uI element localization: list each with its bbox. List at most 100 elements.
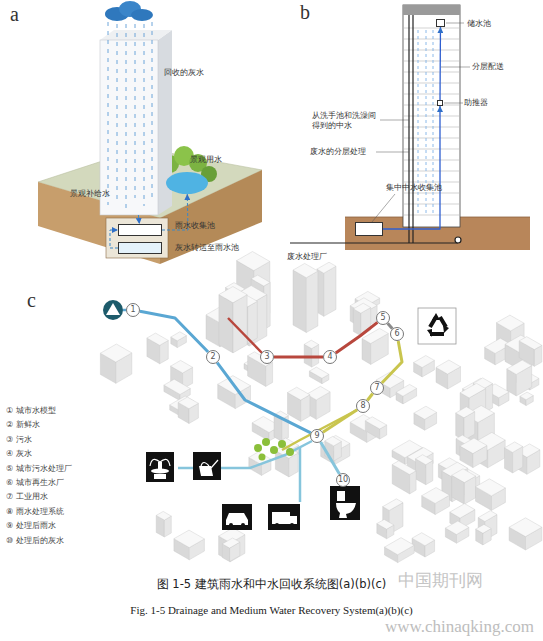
fountain-icon <box>146 452 174 482</box>
block-roof <box>476 479 506 496</box>
legend-entry: ⑩ 处理后的灰水 <box>6 536 64 546</box>
sweeper-truck-icon <box>290 523 294 527</box>
block-side <box>248 301 258 343</box>
block-roof <box>497 315 525 331</box>
node-label: 景观用水 <box>190 155 222 164</box>
reclaimed-water-pipe <box>382 341 402 383</box>
block-roof <box>178 397 198 409</box>
city-block <box>171 332 187 348</box>
block-side <box>324 266 336 316</box>
callout-number: 3 <box>261 351 273 363</box>
city-block <box>156 511 171 537</box>
callout-number: 6 <box>391 328 403 340</box>
city-block <box>520 392 533 406</box>
block-roof <box>505 442 523 453</box>
legend-entry: ⑤ 城市污水处理厂 <box>6 464 72 474</box>
city-block <box>392 461 416 494</box>
toilet-icon <box>336 503 356 518</box>
legend-text: ⑧ 雨水处理系统 <box>6 507 64 516</box>
legend-entry: ⑧ 雨水处理系统 <box>6 507 64 517</box>
riser-pipe <box>439 27 441 100</box>
block-side <box>410 471 417 494</box>
water-model-icon <box>103 300 123 320</box>
ground-slab <box>106 218 168 258</box>
rain-streaks <box>152 22 153 200</box>
block-roof <box>219 287 247 303</box>
green-plants <box>259 454 266 461</box>
city-block <box>509 518 542 550</box>
block-roof <box>445 521 469 535</box>
car-icon <box>226 513 248 525</box>
car-icon <box>241 523 245 527</box>
fresh-water-pipe <box>140 311 208 352</box>
callout-circle: 4 <box>323 350 337 364</box>
block-side <box>219 295 233 353</box>
toilet-icon <box>337 491 345 501</box>
block-roof <box>476 524 492 533</box>
block-roof <box>249 452 271 465</box>
legend-entry: ⑨ 处理后雨水 <box>6 521 56 531</box>
leader-lines <box>372 23 470 222</box>
callout-number: 10 <box>337 474 349 486</box>
block-side <box>353 309 360 336</box>
drain-stacks <box>290 242 458 243</box>
drain-stacks <box>455 237 461 243</box>
block-roof <box>309 367 329 378</box>
sweeper-truck-icon <box>275 523 279 527</box>
tower-building <box>100 40 158 215</box>
city-block <box>100 344 131 383</box>
block-side <box>306 271 318 333</box>
rain-streaks <box>108 22 109 205</box>
fountain-icon <box>154 474 166 479</box>
block-roof <box>317 262 336 273</box>
callout-number: 9 <box>311 430 323 442</box>
drain-stacks <box>290 15 461 243</box>
fountain-icon <box>146 452 174 482</box>
green-plants <box>278 440 286 448</box>
legend-entry: ② 新鲜水 <box>6 420 40 430</box>
rain-cloud <box>105 1 153 21</box>
block-roof <box>304 340 319 348</box>
watering-can-icon <box>201 460 218 468</box>
city-block <box>436 360 461 389</box>
block-roof <box>414 356 435 368</box>
node-label: 雨水收集池 <box>175 221 215 230</box>
block-roof <box>507 360 532 374</box>
legend-text: ⑤ 城市污水处理厂 <box>6 464 72 473</box>
city-block <box>288 387 310 421</box>
block-roof <box>509 518 542 537</box>
block-roof <box>237 252 270 271</box>
callout-number: 8 <box>357 400 369 412</box>
city-block <box>218 376 251 409</box>
riser-pipe <box>383 106 440 229</box>
callout-circle: 9 <box>310 429 324 443</box>
sweeper-truck-icon <box>268 504 300 530</box>
recycle-icon <box>418 308 456 344</box>
block-side <box>293 270 306 332</box>
drain-stacks <box>412 15 413 243</box>
block-roof <box>353 303 370 313</box>
city-block <box>476 479 506 511</box>
recycle-icon <box>418 308 456 344</box>
legend-entry: ① 城市水模型 <box>6 406 56 416</box>
legend-entry: ⑦ 工业用水 <box>6 492 48 502</box>
rain-cloud <box>131 9 153 21</box>
block-roof <box>456 407 475 418</box>
city-block <box>362 328 388 364</box>
water-model-icon <box>103 300 123 320</box>
block-roof <box>222 538 240 548</box>
block-roof <box>478 511 497 522</box>
city-block <box>445 521 469 543</box>
tower-building <box>100 30 172 215</box>
callout-circle: 3 <box>260 350 274 364</box>
block-roof <box>450 504 475 518</box>
block-roof <box>412 533 435 546</box>
legend-text: ③ 污水 <box>6 435 32 444</box>
source-label: 从洗手池和洗澡间得到的中水 <box>312 111 378 130</box>
booster-pump: 助推器 <box>437 100 443 106</box>
leader-lines <box>446 23 464 24</box>
storage-tank: 灰水转运至雨水池 <box>118 242 162 254</box>
car-icon <box>229 523 233 527</box>
